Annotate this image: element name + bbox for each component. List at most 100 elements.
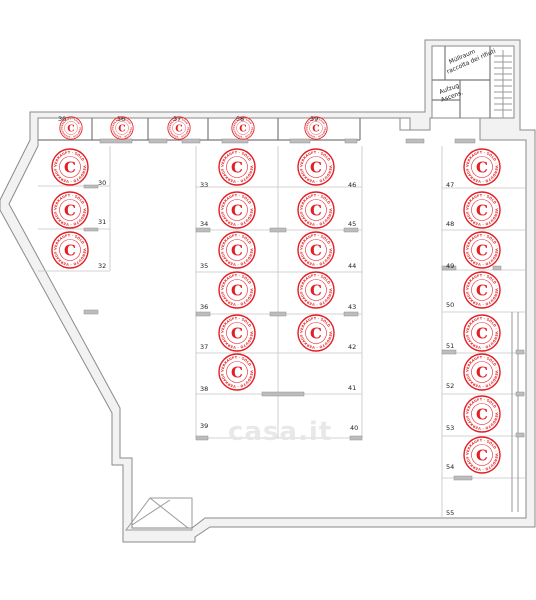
space-number: 57 [173, 115, 181, 123]
stamp-letter: C [310, 242, 322, 260]
left-parking-column [38, 146, 111, 315]
stamp-outer-ring [218, 148, 256, 186]
stamp-inner-ring [305, 199, 327, 221]
stamp-inner-ring [471, 444, 493, 466]
space-number: 41 [348, 384, 356, 392]
space-number: 37 [200, 343, 208, 351]
service-rooms: Müllraum raccolta dei rifiuti Aufzug Asc… [399, 45, 515, 131]
sold-stamp: VERKAUFT · SOLD · VENDUTO · VERKAUFT · S… [218, 271, 256, 309]
stamp-outer-ring [463, 353, 501, 391]
space-number: 59 [310, 115, 318, 123]
space-number: 39 [200, 422, 208, 430]
stamp-inner-ring [305, 322, 327, 344]
sold-stamp: VERKAUFT · SOLD · VENDUTO · VERKAUFT · S… [51, 148, 89, 186]
sold-stamp: VERKAUFT · SOLD · VENDUTO · VERKAUFT · S… [59, 116, 83, 140]
sold-stamp: VERKAUFT · SOLD · VENDUTO · VERKAUFT · S… [297, 231, 335, 269]
stamp-outer-ring [167, 116, 191, 140]
sold-stamp: VERKAUFT · SOLD · VENDUTO · VERKAUFT · S… [51, 231, 89, 269]
stamp-outer-ring [297, 191, 335, 229]
sold-stamp: VERKAUFT · SOLD · VENDUTO · VERKAUFT · S… [218, 191, 256, 229]
space-number: 50 [446, 301, 454, 309]
stamp-letter: C [476, 406, 488, 424]
stamp-outer-ring [297, 148, 335, 186]
stamp-inner-ring [226, 156, 248, 178]
stamp-outer-ring [297, 231, 335, 269]
stamp-inner-ring [471, 279, 493, 301]
sold-stamp: VERKAUFT · SOLD · VENDUTO · VERKAUFT · S… [218, 148, 256, 186]
stamp-outer-ring [463, 436, 501, 474]
stamp-outer-ring [463, 271, 501, 309]
stamp-outer-ring [463, 395, 501, 433]
space-number: 32 [98, 262, 106, 270]
sold-stamp: VERKAUFT · SOLD · VENDUTO · VERKAUFT · S… [463, 191, 501, 229]
stamp-inner-ring [64, 121, 78, 135]
top-rooms [38, 118, 476, 144]
stamp-outer-ring [218, 191, 256, 229]
stamp-outer-ring [110, 116, 134, 140]
sold-stamp: VERKAUFT · SOLD · VENDUTO · VERKAUFT · S… [463, 395, 501, 433]
sold-stamp: VERKAUFT · SOLD · VENDUTO · VERKAUFT · S… [51, 191, 89, 229]
sold-stamp: VERKAUFT · SOLD · VENDUTO · VERKAUFT · S… [218, 314, 256, 352]
sold-stamp: VERKAUFT · SOLD · VENDUTO · VERKAUFT · S… [463, 353, 501, 391]
stamp-letter: C [476, 364, 488, 382]
stamp-letter: C [231, 202, 243, 220]
space-number: 58 [236, 115, 244, 123]
stamp-letter: C [118, 123, 125, 134]
stamp-outer-ring [463, 314, 501, 352]
stamp-letter: C [476, 159, 488, 177]
stamp-outer-ring [218, 353, 256, 391]
stamp-letter: C [175, 123, 182, 134]
sold-stamp: VERKAUFT · SOLD · VENDUTO · VERKAUFT · S… [231, 116, 255, 140]
stamp-letter: C [476, 447, 488, 465]
stamp-letter: C [310, 325, 322, 343]
right-parking-column [441, 146, 526, 518]
stamp-letter: C [310, 202, 322, 220]
stamp-inner-ring [305, 279, 327, 301]
stamp-outer-ring [463, 191, 501, 229]
stamp-letter: C [231, 242, 243, 260]
space-number: 53 [446, 424, 454, 432]
sold-stamp: VERKAUFT · SOLD · VENDUTO · VERKAUFT · S… [297, 271, 335, 309]
stamp-outer-ring [218, 231, 256, 269]
staircase [494, 50, 512, 118]
stamp-inner-ring [309, 121, 323, 135]
watermark: casa.it [228, 417, 332, 447]
sold-stamp: VERKAUFT · SOLD · VENDUTO · VERKAUFT · S… [297, 191, 335, 229]
stamp-inner-ring [115, 121, 129, 135]
space-number: 49 [446, 262, 454, 270]
stamp-letter: C [67, 123, 74, 134]
stamp-outer-ring [304, 116, 328, 140]
stamp-inner-ring [59, 239, 81, 261]
stamp-outer-ring [218, 314, 256, 352]
stamp-outer-ring [231, 116, 255, 140]
sold-stamp: VERKAUFT · SOLD · VENDUTO · VERKAUFT · S… [297, 314, 335, 352]
space-number: 30 [58, 115, 66, 123]
stamp-inner-ring [471, 322, 493, 344]
space-number: 42 [348, 343, 356, 351]
stamp-outer-ring [463, 231, 501, 269]
stamp-inner-ring [226, 361, 248, 383]
sold-stamp: VERKAUFT · SOLD · VENDUTO · VERKAUFT · S… [463, 231, 501, 269]
stamp-outer-ring [463, 148, 501, 186]
space-number: 33 [200, 181, 208, 189]
stamp-outer-ring [297, 271, 335, 309]
stamp-letter: C [231, 364, 243, 382]
stamp-inner-ring [226, 199, 248, 221]
stamp-outer-ring [59, 116, 83, 140]
stamp-letter: C [312, 123, 319, 134]
entrance-ramp [125, 497, 193, 531]
stamp-inner-ring [172, 121, 186, 135]
stamp-letter: C [64, 242, 76, 260]
stamp-outer-ring [218, 271, 256, 309]
stamp-inner-ring [226, 239, 248, 261]
stamp-inner-ring [471, 199, 493, 221]
sold-stamp: VERKAUFT · SOLD · VENDUTO · VERKAUFT · S… [297, 148, 335, 186]
stamp-letter: C [476, 202, 488, 220]
space-number: 46 [348, 181, 356, 189]
stamp-letter: C [476, 282, 488, 300]
sold-stamp: VERKAUFT · SOLD · VENDUTO · VERKAUFT · S… [463, 436, 501, 474]
sold-stamp: VERKAUFT · SOLD · VENDUTO · VERKAUFT · S… [463, 314, 501, 352]
space-number: 47 [446, 181, 454, 189]
